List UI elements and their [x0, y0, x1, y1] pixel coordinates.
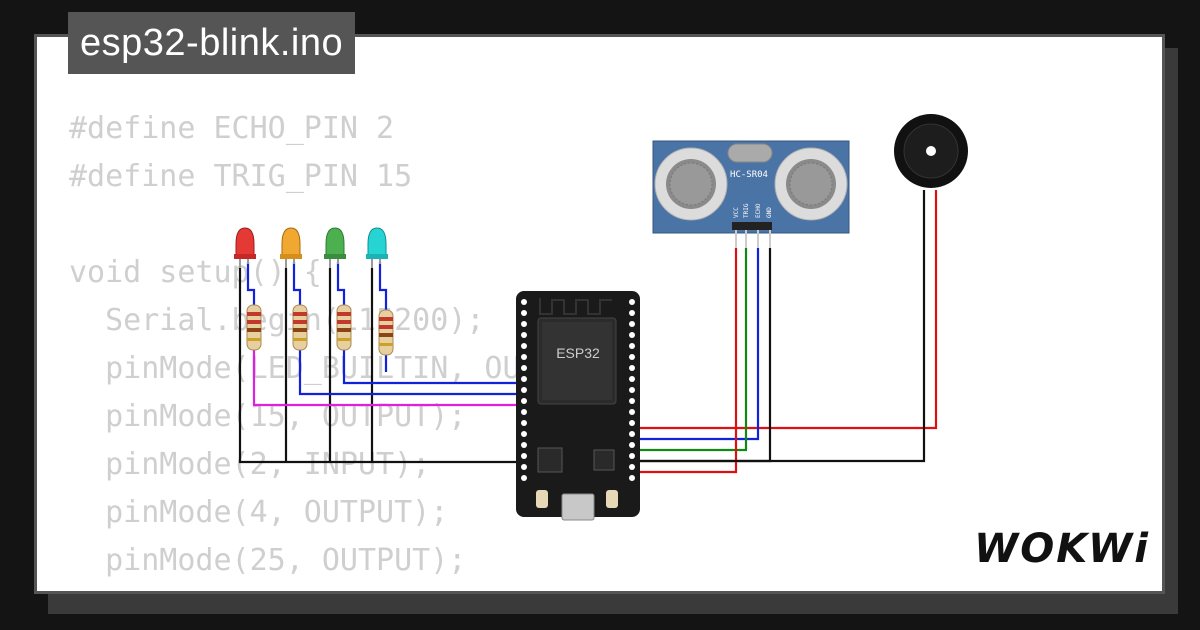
ultrasonic-sensor[interactable]: HC-SR04 VCC TRIG ECHO GND: [652, 140, 850, 248]
wire-resistor1-gpio: [252, 350, 522, 407]
sensor-pin-trig: TRIG: [743, 203, 750, 218]
led-red[interactable]: [234, 227, 256, 268]
project-title[interactable]: esp32-blink.ino: [68, 12, 356, 74]
code-line: pinMode(4, OUTPUT);: [69, 495, 449, 530]
code-line: #define ECHO_PIN 2: [69, 111, 395, 146]
sensor-pin-vcc: VCC: [733, 207, 740, 218]
buzzer[interactable]: [894, 114, 968, 188]
esp32-board[interactable]: ESP32: [516, 291, 640, 521]
wire-led4-resistor: [378, 262, 388, 310]
wire-led1-resistor: [246, 262, 256, 305]
resistor-3[interactable]: [336, 304, 352, 351]
wire-resistor2-gpio: [298, 350, 522, 396]
code-line: pinMode(2, INPUT);: [69, 447, 431, 482]
wire-led2-resistor: [292, 262, 302, 305]
wire-sensor-echo: [632, 248, 760, 441]
led-green[interactable]: [324, 227, 346, 268]
wokwi-logo: WOKWi: [974, 526, 1150, 572]
esp32-label: ESP32: [556, 345, 600, 361]
resistor-1[interactable]: [246, 304, 262, 351]
code-line: void setup() {: [69, 255, 322, 290]
code-line: #define TRIG_PIN 15: [69, 159, 413, 194]
led-orange[interactable]: [280, 227, 302, 268]
wire-sensor-trig: [632, 248, 748, 452]
led-cyan[interactable]: [366, 227, 388, 268]
code-line: pinMode(25, OUTPUT);: [69, 543, 467, 578]
resistor-4[interactable]: [378, 309, 394, 356]
wire-sensor-gnd: [632, 248, 772, 463]
esp32-pin-headers: [521, 299, 635, 481]
wire-buzzer-positive: [632, 190, 938, 430]
sensor-pin-echo: ECHO: [755, 203, 762, 218]
wires: [238, 190, 938, 474]
wire-resistor3-gpio: [342, 350, 522, 385]
wire-sensor-vcc: [632, 248, 738, 474]
sensor-label: HC-SR04: [730, 170, 768, 180]
wire-ground-led1: [238, 268, 522, 464]
wire-led3-resistor: [336, 262, 346, 305]
sensor-pin-gnd: GND: [766, 207, 773, 218]
resistor-2[interactable]: [292, 304, 308, 351]
